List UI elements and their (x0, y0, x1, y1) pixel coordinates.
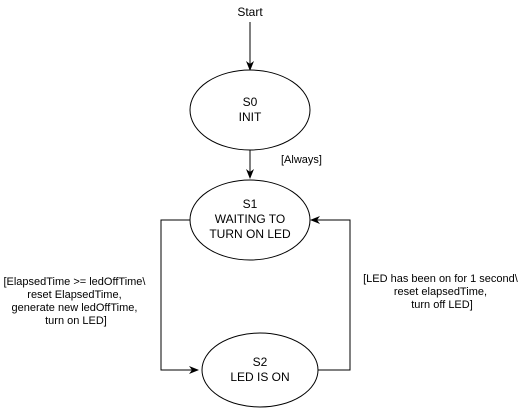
state-s0: S0 INIT (189, 69, 311, 151)
transition-s2-s1-label: [LED has been on for 1 second\ reset ela… (363, 273, 519, 311)
transition-s1-s2-label-line3: generate new ledOffTime, (11, 302, 137, 314)
state-s1-name-line2: TURN ON LED (209, 227, 291, 241)
transition-s0-s1-label: [Always] (281, 154, 322, 166)
state-s1-id: S1 (243, 197, 258, 211)
state-s1-name-line1: WAITING TO (215, 212, 285, 226)
transition-s2-s1-label-line1: [LED has been on for 1 second\ (363, 273, 519, 285)
transition-s2-s1-label-line2: reset elapsedTime, (394, 286, 487, 298)
transition-s1-s2-arrow (160, 219, 199, 374)
transition-s2-s1-label-line3: turn off LED] (411, 299, 473, 311)
state-s0-name: INIT (239, 110, 262, 124)
transition-s1-s2-label-line2: reset ElapsedTime, (27, 289, 121, 301)
transition-s1-s2-label: [ElapsedTime >= ledOffTime\ reset Elapse… (3, 276, 148, 327)
start-label: Start (237, 5, 263, 19)
transition-s1-s2-label-line4: turn on LED] (45, 315, 107, 327)
state-s2: S2 LED IS ON (201, 332, 319, 408)
transition-s1-s2-label-line1: [ElapsedTime >= ledOffTime\ (3, 276, 146, 288)
state-s2-name: LED IS ON (230, 370, 289, 384)
state-s1: S1 WAITING TO TURN ON LED (189, 179, 311, 261)
state-s0-id: S0 (243, 95, 258, 109)
state-s2-id: S2 (253, 355, 268, 369)
transition-s2-s1-arrow (310, 216, 351, 371)
